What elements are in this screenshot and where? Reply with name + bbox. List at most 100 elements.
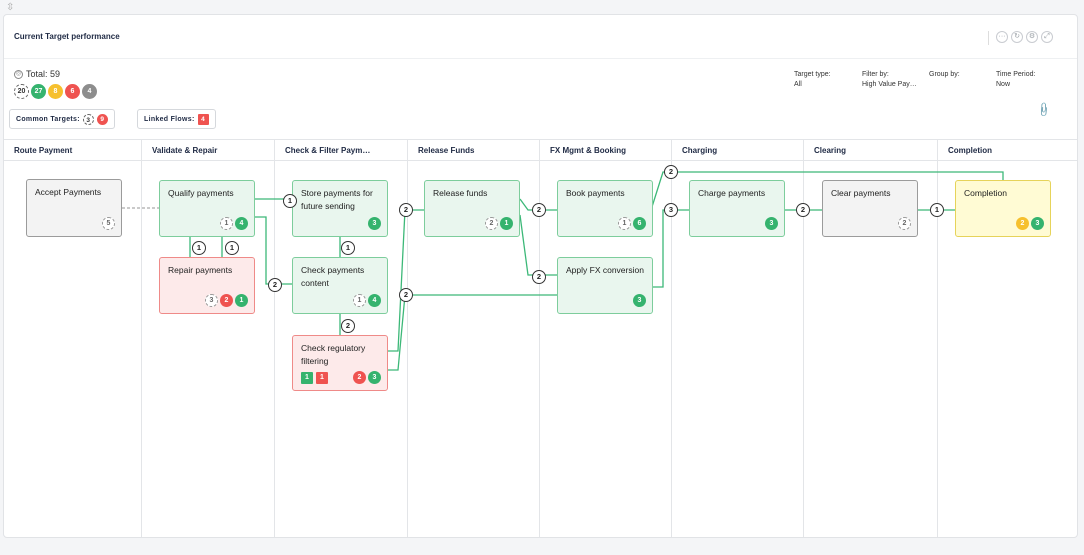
column-clearing: Clearing xyxy=(803,139,937,537)
node-badges: 5 xyxy=(102,217,115,230)
badge-pending[interactable]: 20 xyxy=(14,84,29,99)
badge-breached[interactable]: 6 xyxy=(65,84,80,99)
badge[interactable]: 4 xyxy=(368,294,381,307)
column-header[interactable]: Check & Filter Paym… xyxy=(275,139,407,161)
common-targets-chip[interactable]: Common Targets: 3 9 xyxy=(9,109,115,129)
node-clear-payments[interactable]: Clear payments 2 xyxy=(822,180,918,237)
linked-flows-chip[interactable]: Linked Flows: 4 xyxy=(137,109,216,129)
badge[interactable]: 1 xyxy=(618,217,631,230)
badge[interactable]: 3 xyxy=(765,217,778,230)
node-title: Apply FX conversion xyxy=(566,265,644,275)
target-type-label: Target type: xyxy=(794,71,831,78)
connector-count[interactable]: 1 xyxy=(283,194,297,208)
badge-on-track[interactable]: 27 xyxy=(31,84,46,99)
column-header[interactable]: Route Payment xyxy=(4,139,141,161)
badge[interactable]: 3 xyxy=(633,294,646,307)
connector-count[interactable]: 2 xyxy=(399,203,413,217)
node-title: Completion xyxy=(964,188,1007,198)
connector-count[interactable]: 2 xyxy=(532,270,546,284)
refresh-icon[interactable]: ↻ xyxy=(1011,31,1023,43)
target-type-filter[interactable]: Target type: All xyxy=(794,70,831,90)
connector-count[interactable]: 1 xyxy=(341,241,355,255)
column-header[interactable]: Clearing xyxy=(804,139,937,161)
panel-title: Current Target performance xyxy=(14,32,120,41)
column-charging: Charging xyxy=(671,139,803,537)
badge[interactable]: 1 xyxy=(353,294,366,307)
node-badges: 3 xyxy=(633,294,646,307)
time-period-value: Now xyxy=(996,81,1011,88)
column-header[interactable]: Validate & Repair xyxy=(142,139,274,161)
node-badges: 2 xyxy=(898,217,911,230)
connector-count[interactable]: 2 xyxy=(268,278,282,292)
linked-flows-label: Linked Flows: xyxy=(144,115,195,123)
node-apply-fx-conversion[interactable]: Apply FX conversion 3 xyxy=(557,257,653,314)
settings-icon[interactable]: ⚙ xyxy=(1026,31,1038,43)
badge[interactable]: 2 xyxy=(220,294,233,307)
filter-by-filter[interactable]: Filter by: High Value Pay… xyxy=(862,70,917,90)
column-header[interactable]: FX Mgmt & Booking xyxy=(540,139,671,161)
attachment-icon[interactable]: 📎 xyxy=(1034,102,1052,119)
connector-count[interactable]: 2 xyxy=(796,203,810,217)
badge[interactable]: 3 xyxy=(368,217,381,230)
connector-count[interactable]: 3 xyxy=(664,203,678,217)
column-header[interactable]: Completion xyxy=(938,139,1077,161)
badge[interactable]: 3 xyxy=(1031,217,1044,230)
badge[interactable]: 1 xyxy=(235,294,248,307)
actions-divider xyxy=(988,31,989,45)
summary-badges: 20 27 8 6 4 xyxy=(14,84,97,99)
connector-count[interactable]: 2 xyxy=(532,203,546,217)
connector-count[interactable]: 1 xyxy=(225,241,239,255)
badge[interactable]: 2 xyxy=(485,217,498,230)
badge[interactable]: 2 xyxy=(1016,217,1029,230)
column-completion: Completion xyxy=(937,139,1077,537)
badge[interactable]: 3 xyxy=(368,371,381,384)
connector-count[interactable]: 2 xyxy=(341,319,355,333)
connector-count[interactable]: 2 xyxy=(664,165,678,179)
node-title: Release funds xyxy=(433,188,488,198)
expand-icon[interactable]: ⤢ xyxy=(1041,31,1053,43)
square-badge[interactable]: 1 xyxy=(316,372,328,384)
node-title: Check regulatory filtering xyxy=(301,343,366,366)
node-badges: 3 xyxy=(368,217,381,230)
time-period-label: Time Period: xyxy=(996,71,1036,78)
badge[interactable]: 3 xyxy=(205,294,218,307)
time-period-filter[interactable]: Time Period: Now xyxy=(996,70,1035,90)
connector-count[interactable]: 1 xyxy=(192,241,206,255)
node-store-payments[interactable]: Store payments for future sending 3 xyxy=(292,180,388,237)
column-validate-repair: Validate & Repair xyxy=(141,139,274,537)
column-header[interactable]: Release Funds xyxy=(408,139,539,161)
node-charge-payments[interactable]: Charge payments 3 xyxy=(689,180,785,237)
column-header[interactable]: Charging xyxy=(672,139,803,161)
group-by-filter[interactable]: Group by: xyxy=(929,70,960,80)
node-title: Repair payments xyxy=(168,265,233,275)
badge-at-risk[interactable]: 8 xyxy=(48,84,63,99)
badge[interactable]: 2 xyxy=(353,371,366,384)
node-accept-payments[interactable]: Accept Payments 5 xyxy=(26,179,122,237)
square-badge[interactable]: 1 xyxy=(301,372,313,384)
more-icon[interactable]: ··· xyxy=(996,31,1008,43)
drag-handle-icon[interactable]: ⇳ xyxy=(6,2,15,13)
connector-count[interactable]: 1 xyxy=(930,203,944,217)
badge[interactable]: 2 xyxy=(898,217,911,230)
common-targets-count-a: 3 xyxy=(82,113,94,125)
group-by-label: Group by: xyxy=(929,71,960,78)
badge[interactable]: 1 xyxy=(500,217,513,230)
target-icon: ◎ xyxy=(14,69,23,79)
panel-actions: ··· ↻ ⚙ ⤢ xyxy=(988,31,1053,45)
connector-count[interactable]: 2 xyxy=(399,288,413,302)
badge[interactable]: 4 xyxy=(235,217,248,230)
badge[interactable]: 5 xyxy=(102,217,115,230)
badge-inactive[interactable]: 4 xyxy=(82,84,97,99)
badge[interactable]: 1 xyxy=(220,217,233,230)
badge[interactable]: 6 xyxy=(633,217,646,230)
